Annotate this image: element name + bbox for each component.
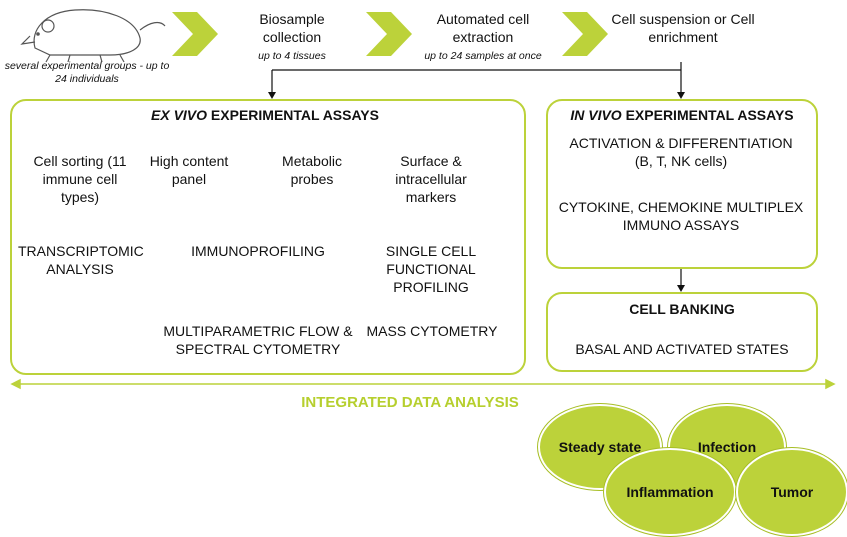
step-biosample-sub: up to 4 tissues <box>258 50 326 62</box>
step-biosample-title: Biosample collection <box>259 11 325 45</box>
state-inflammation: Inflammation <box>604 448 736 536</box>
integrated-data-analysis: INTEGRATED DATA ANALYSIS <box>301 394 519 411</box>
step-extraction-sub: up to 24 samples at once <box>424 50 542 62</box>
invivo-title: IN VIVO EXPERIMENTAL ASSAYS <box>570 107 794 123</box>
exvivo-panel <box>10 99 526 375</box>
cell-sorting-label: Cell sorting (11 immune cell types) <box>33 153 127 205</box>
activation-label: ACTIVATION & DIFFERENTIATION (B, T, NK c… <box>569 135 793 169</box>
metabolic-label: Metabolic probes <box>282 153 342 187</box>
invivo-panel <box>546 99 818 269</box>
chevron-arrow-2 <box>366 12 412 56</box>
cytokine-label: CYTOKINE, CHEMOKINE MULTIPLEX IMMUNO ASS… <box>558 199 804 233</box>
cell-banking-body: BASAL AND ACTIVATED STATES <box>575 341 789 357</box>
integrated-arrow <box>10 378 836 390</box>
surface-markers-label: Surface & intracellular markers <box>395 153 467 205</box>
cell-banking-panel <box>546 292 818 372</box>
mouse-caption: several experimental groups - up to 24 i… <box>4 60 170 85</box>
mouse-icon <box>20 9 166 63</box>
exvivo-title: EX VIVO EXPERIMENTAL ASSAYS <box>151 107 379 123</box>
mass-cytometry-label: MASS CYTOMETRY <box>366 323 498 339</box>
step-extraction-title: Automated cell extraction <box>436 11 530 45</box>
multiparametric-label: MULTIPARAMETRIC FLOW & SPECTRAL CYTOMETR… <box>163 323 353 357</box>
high-content-label: High content panel <box>149 153 229 187</box>
chevron-arrow-3 <box>562 12 608 56</box>
immunoprofiling-label: IMMUNOPROFILING <box>191 243 325 259</box>
chevron-arrow-1 <box>172 12 218 56</box>
state-tumor: Tumor <box>736 448 847 536</box>
cell-banking-title: CELL BANKING <box>629 301 735 317</box>
single-cell-label: SINGLE CELL FUNCTIONAL PROFILING <box>385 243 477 295</box>
transcriptomic-label: TRANSCRIPTOMIC ANALYSIS <box>18 243 144 277</box>
step-suspension-title: Cell suspension or Cell enrichment <box>611 11 755 45</box>
